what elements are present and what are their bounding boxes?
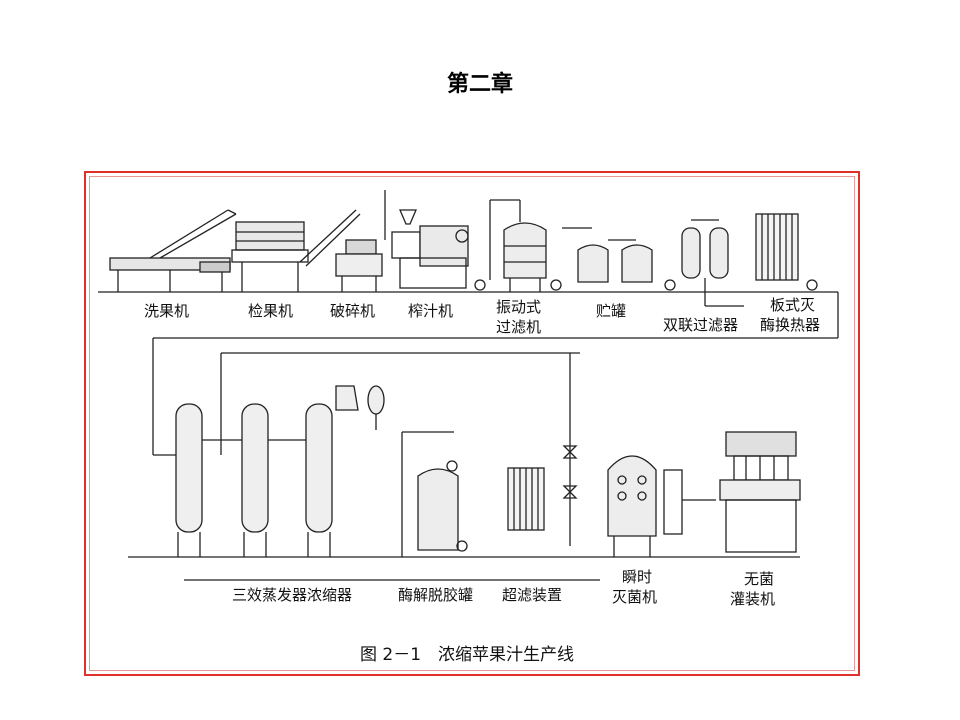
label-vibrating-filter-line2: 过滤机 <box>496 318 541 336</box>
label-aseptic-filler-line2: 灌装机 <box>730 590 775 608</box>
label-sorter: 检果机 <box>248 302 293 320</box>
label-press: 榨汁机 <box>408 302 453 320</box>
label-flash-sterilizer-line2: 灭菌机 <box>612 588 657 606</box>
label-duplex-filter: 双联过滤器 <box>663 316 738 334</box>
row2-baseline <box>128 556 800 581</box>
label-plate-heater-line2: 酶换热器 <box>760 316 820 334</box>
page-title: 第二章 <box>446 72 513 97</box>
vibrating-filter-icon <box>489 199 562 292</box>
ultrafilter-icon <box>507 353 578 546</box>
crusher-icon <box>335 239 383 292</box>
label-depectin-tank: 酶解脱胶罐 <box>398 586 473 604</box>
label-plate-heater-line1: 板式灭 <box>770 296 815 314</box>
label-ultrafilter: 超滤装置 <box>502 586 562 604</box>
figure-inner-border <box>89 176 855 671</box>
label-aseptic-filler-line1: 无菌 <box>744 570 774 588</box>
label-washer: 洗果机 <box>144 302 189 320</box>
label-storage-tank: 贮罐 <box>596 302 626 320</box>
depectin-tank-icon <box>401 431 468 557</box>
aseptic-filler-icon <box>719 431 801 553</box>
duplex-filter-icon <box>681 219 744 307</box>
washer-icon <box>109 209 237 292</box>
figure-frame <box>84 171 860 676</box>
label-flash-sterilizer-line1: 瞬时 <box>622 568 652 586</box>
flash-sterilizer-icon <box>607 455 716 557</box>
evaporator-icon <box>153 352 580 557</box>
row1-baseline <box>98 291 839 455</box>
figure-caption: 图 2－1 浓缩苹果汁生产线 <box>360 645 574 665</box>
label-evaporator: 三效蒸发器浓缩器 <box>232 586 352 604</box>
label-vibrating-filter-line1: 振动式 <box>496 298 541 316</box>
press-icon <box>384 190 486 291</box>
plate-heat-exchanger-icon <box>755 213 818 291</box>
label-crusher: 破碎机 <box>330 302 375 320</box>
storage-tank-icon <box>562 227 676 291</box>
sorter-icon <box>231 209 361 292</box>
